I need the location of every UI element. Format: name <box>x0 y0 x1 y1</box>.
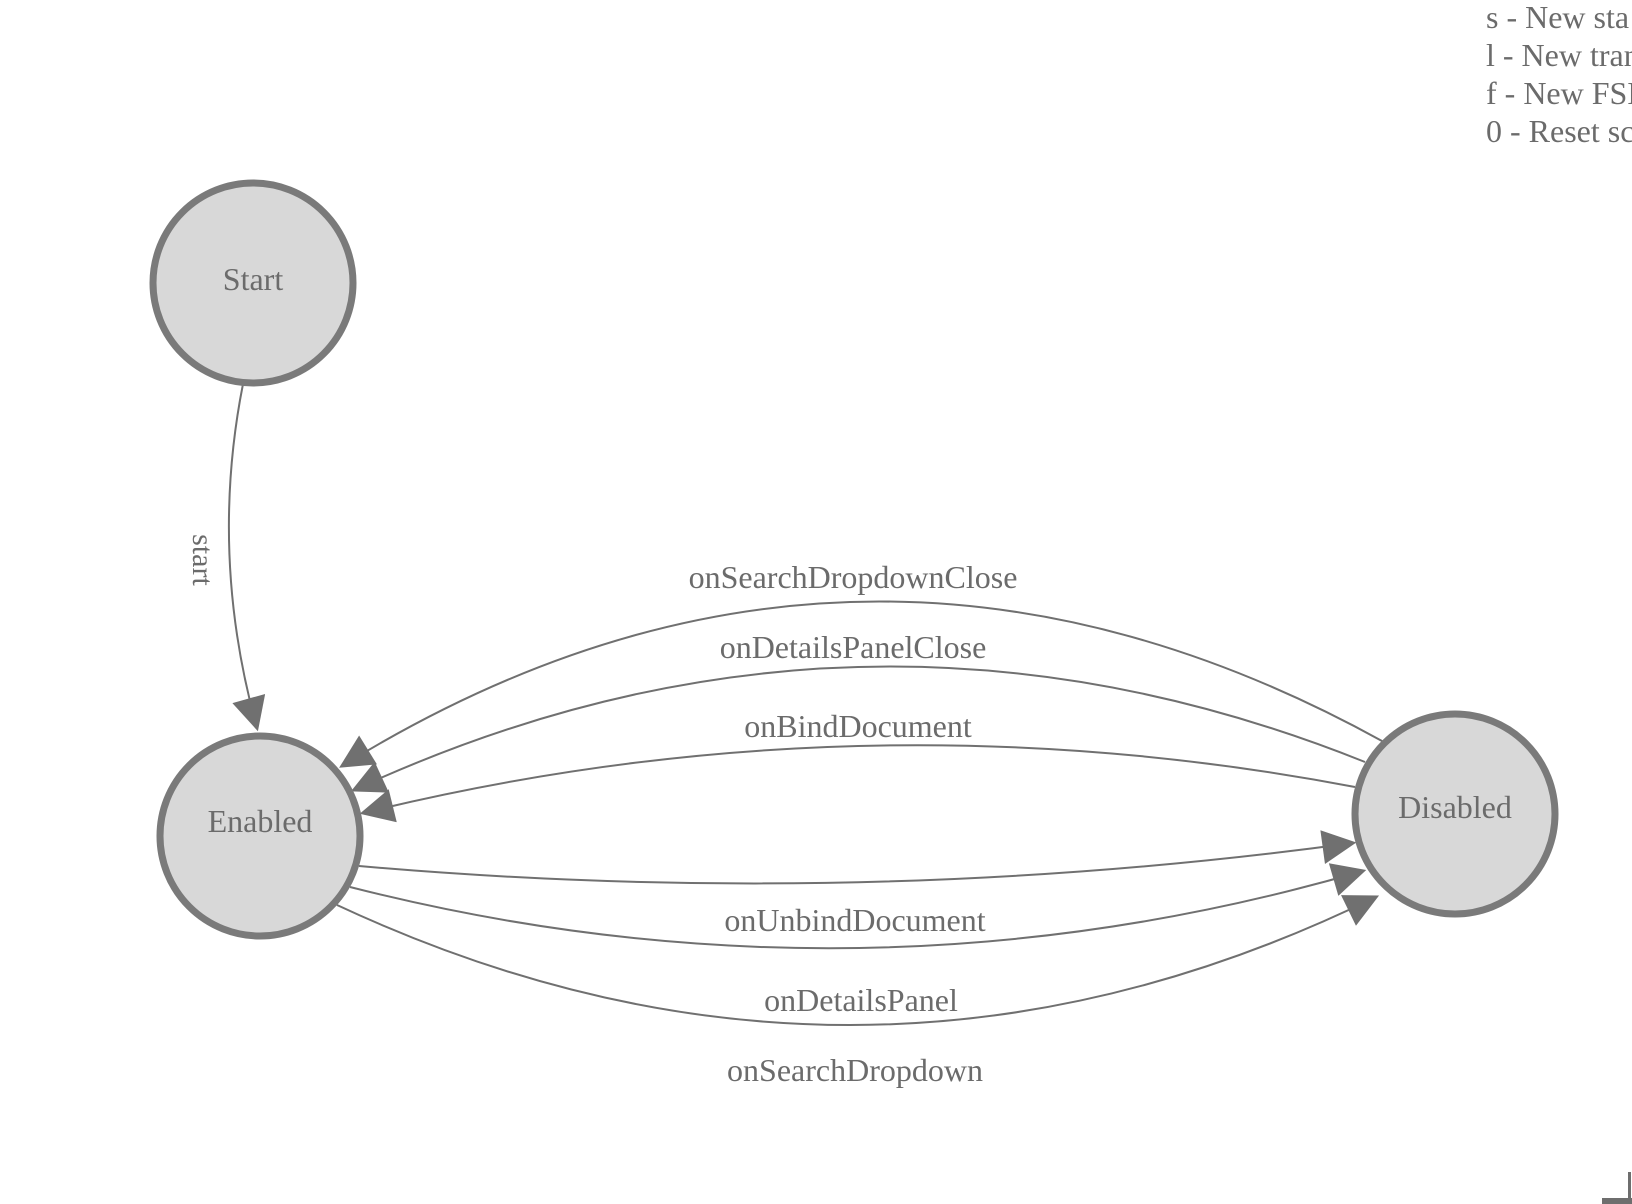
state-node-enabled[interactable] <box>156 732 364 940</box>
hotkey-legend: s - New sta l - New tran f - New FSM 0 -… <box>1486 0 1632 150</box>
legend-item-new-transition: l - New tran <box>1486 37 1632 73</box>
edge-start-to-enabled[interactable] <box>227 383 266 732</box>
state-node-start[interactable] <box>149 179 357 387</box>
edge-onunbinddocument[interactable] <box>358 830 1357 885</box>
edge-ondetailspanelclose[interactable] <box>350 665 1366 793</box>
edge-label-ondetailspanel: onDetailsPanel <box>764 982 958 1018</box>
legend-item-new-fsm: f - New FSM <box>1486 75 1632 111</box>
state-node-disabled[interactable] <box>1351 710 1559 918</box>
corner-mark-vertical <box>1628 1172 1631 1204</box>
edge-onbinddocument[interactable] <box>359 744 1356 823</box>
edge-label-start: start <box>186 534 219 586</box>
state-label-disabled: Disabled <box>1398 789 1512 825</box>
edge-onsearchdropdownclose[interactable] <box>339 600 1383 768</box>
edge-label-ondetailspanelclose: onDetailsPanelClose <box>720 629 987 665</box>
edge-label-onbinddocument: onBindDocument <box>744 708 972 744</box>
edge-ondetailspanel[interactable] <box>349 863 1367 950</box>
corner-mark-horizontal <box>1602 1198 1632 1204</box>
edge-label-onsearchdropdown: onSearchDropdown <box>727 1052 983 1088</box>
edge-label-onsearchdropdownclose: onSearchDropdownClose <box>689 559 1018 595</box>
edge-label-onunbinddocument: onUnbindDocument <box>724 902 985 938</box>
state-label-enabled: Enabled <box>208 803 313 839</box>
state-label-start: Start <box>223 261 284 297</box>
legend-item-new-state: s - New sta <box>1486 0 1630 35</box>
legend-item-reset: 0 - Reset sc <box>1486 113 1632 149</box>
edge-onsearchdropdown[interactable] <box>336 895 1380 1026</box>
